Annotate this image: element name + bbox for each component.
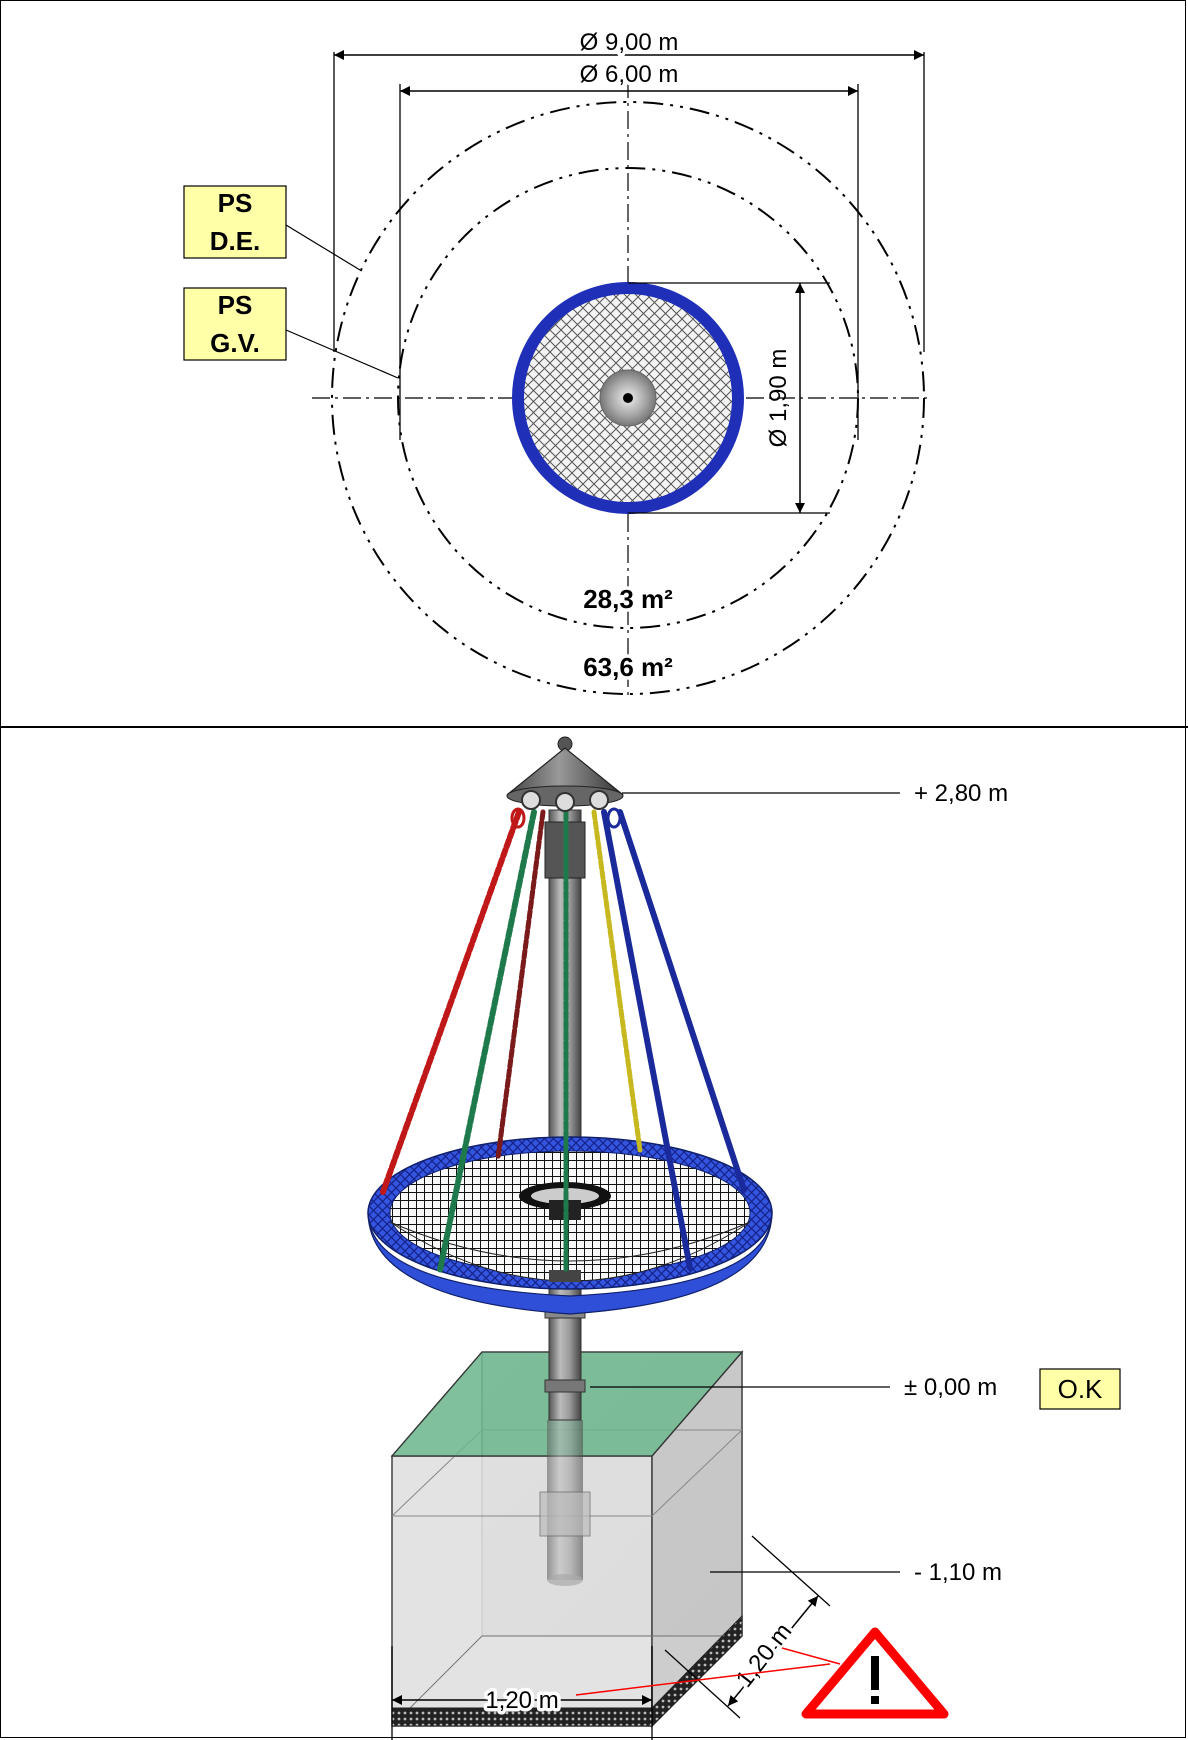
plan-view: Ø 9,00 m Ø 6,00 m Ø 1,90 m 28,3 m² 63,6 … bbox=[183, 26, 930, 700]
rope-red bbox=[380, 809, 522, 1195]
warning-leader-depth bbox=[781, 1647, 841, 1665]
rope-green-left bbox=[437, 809, 537, 1273]
hub-center bbox=[623, 393, 633, 403]
tag-ps-gv: PS G.V. bbox=[183, 287, 287, 361]
top-cap bbox=[506, 736, 624, 829]
tag-ok: O.K bbox=[1039, 1368, 1121, 1410]
label-top-level: + 2,80 m bbox=[914, 780, 1008, 807]
dim-label-9m: Ø 9,00 m bbox=[580, 29, 679, 56]
ext-depth-front bbox=[664, 1649, 741, 1719]
tag-ps-de-line2: D.E. bbox=[210, 226, 261, 256]
pole-sleeve bbox=[544, 1379, 586, 1393]
label-foundation-level: - 1,10 m bbox=[914, 1559, 1002, 1586]
circle-outer-9m bbox=[331, 101, 925, 695]
warning-leader-width bbox=[575, 1663, 831, 1696]
rope-darkred bbox=[495, 809, 546, 1161]
ext-depth-back bbox=[751, 1535, 831, 1607]
tag-ps-gv-line1: PS bbox=[218, 290, 253, 320]
leader-ps-de bbox=[285, 224, 361, 271]
rope-yellow bbox=[591, 809, 643, 1153]
rope-blue-outer bbox=[617, 809, 747, 1193]
panel-divider bbox=[0, 726, 1188, 728]
area-label-outer: 63,6 m² bbox=[583, 652, 673, 682]
foundation-block bbox=[390, 1349, 744, 1728]
tag-ps-de: PS D.E. bbox=[183, 185, 287, 259]
tag-ok-label: O.K bbox=[1058, 1374, 1103, 1404]
dim-label-6m: Ø 6,00 m bbox=[580, 61, 679, 88]
leader-ps-gv bbox=[285, 329, 399, 379]
seat-3d bbox=[367, 1136, 773, 1290]
ropes bbox=[380, 809, 747, 1273]
dim-label-width: 1,20 m bbox=[485, 1687, 558, 1714]
seat-rim-front bbox=[367, 1212, 773, 1315]
elevation-view: + 2,80 m ± 0,00 m O.K - 1,10 m 1,20 m 1,… bbox=[367, 736, 1121, 1740]
label-ground-level: ± 0,00 m bbox=[904, 1374, 997, 1401]
area-label-inner: 28,3 m² bbox=[583, 584, 673, 614]
warning-triangle-icon bbox=[801, 1627, 949, 1719]
dim-line-depth bbox=[727, 1595, 819, 1707]
tag-ps-gv-line2: G.V. bbox=[210, 328, 260, 358]
rope-blue-mid bbox=[601, 809, 693, 1271]
dim-label-seat: Ø 1,90 m bbox=[765, 349, 792, 448]
tag-ps-de-line1: PS bbox=[218, 188, 253, 218]
